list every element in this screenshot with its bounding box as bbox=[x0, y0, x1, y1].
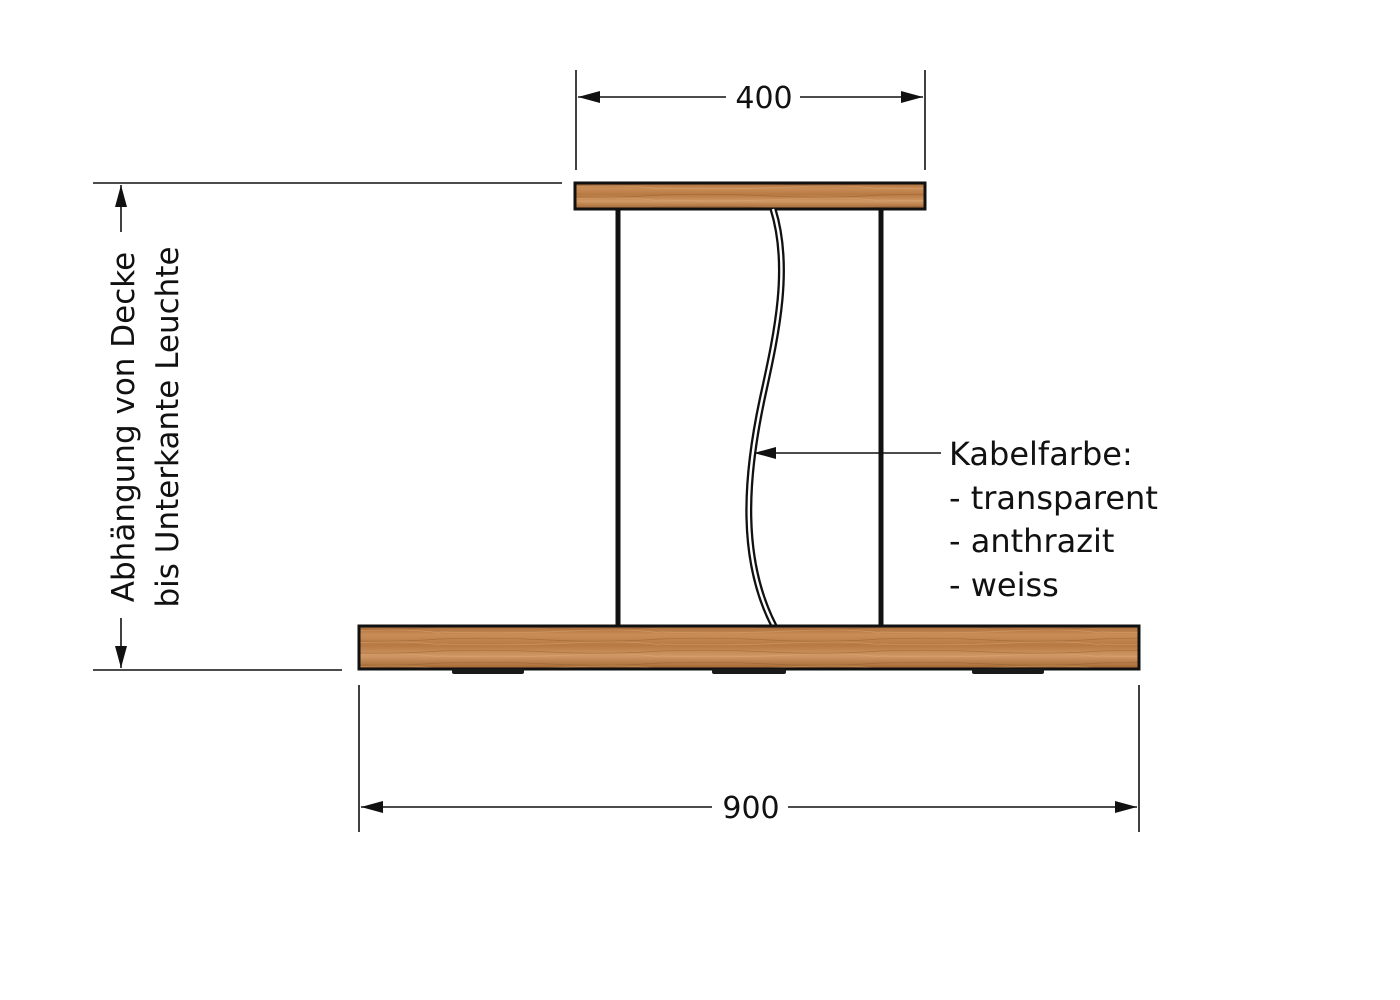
canopy-width-dimension: 400 bbox=[575, 70, 926, 170]
arrowhead-left bbox=[361, 801, 383, 813]
cable-color-option-anthracite: - anthrazit bbox=[949, 522, 1114, 560]
cable-color-option-white: - weiss bbox=[949, 566, 1059, 604]
led-spot-center bbox=[712, 669, 786, 674]
arrowhead-up bbox=[115, 185, 127, 207]
ceiling-canopy bbox=[573, 181, 927, 211]
arrowhead-right bbox=[901, 91, 923, 103]
arrowhead-down bbox=[115, 646, 127, 668]
lamp-length-dimension: 900 bbox=[358, 685, 1140, 832]
lamp-body bbox=[357, 624, 1141, 674]
arrowhead-right bbox=[1115, 801, 1137, 813]
suspension-height-dimension: Abhängung von Decke bis Unterkante Leuch… bbox=[93, 182, 562, 671]
suspension-label-line2: bis Unterkante Leuchte bbox=[150, 246, 186, 607]
led-spot-left bbox=[452, 669, 524, 674]
led-spot-right bbox=[972, 669, 1044, 674]
cable-color-option-transparent: - transparent bbox=[949, 479, 1158, 517]
arrowhead-left bbox=[578, 91, 600, 103]
callout-arrowhead bbox=[754, 447, 776, 459]
suspension-label-line1: Abhängung von Decke bbox=[106, 252, 142, 602]
canopy-width-label: 400 bbox=[735, 81, 792, 116]
lamp-length-label: 900 bbox=[722, 791, 779, 826]
cable-color-callout: Kabelfarbe: - transparent - anthrazit - … bbox=[754, 435, 1158, 604]
power-cable bbox=[745, 207, 785, 628]
cable-color-title: Kabelfarbe: bbox=[949, 435, 1133, 473]
